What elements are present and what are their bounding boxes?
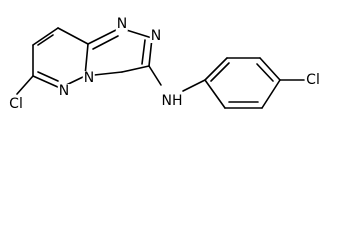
atom-label-nitrogen-pyridazine: N bbox=[57, 83, 71, 99]
bond bbox=[37, 71, 59, 82]
atom-label-amine: NH bbox=[160, 93, 184, 109]
atom-label-chlorine-right: Cl bbox=[305, 72, 321, 88]
bond bbox=[141, 39, 146, 65]
bond bbox=[37, 34, 54, 46]
bond bbox=[148, 65, 162, 86]
atom-label-nitrogen-triazole-top: N bbox=[115, 16, 129, 32]
bond bbox=[261, 79, 281, 109]
bond bbox=[210, 62, 230, 82]
atom-label-nitrogen-bridge: N bbox=[82, 70, 96, 86]
bond bbox=[57, 27, 89, 45]
bond bbox=[121, 65, 150, 73]
bond bbox=[16, 75, 34, 95]
bond bbox=[259, 57, 281, 81]
bond bbox=[256, 63, 274, 82]
bond bbox=[84, 43, 89, 77]
molecule-structure: Cl N N N N NH Cl bbox=[8, 16, 321, 112]
bond bbox=[92, 35, 119, 50]
bond bbox=[204, 57, 228, 81]
atom-label-chlorine-left: Cl bbox=[8, 96, 24, 112]
bond bbox=[182, 79, 206, 92]
bond bbox=[32, 27, 59, 46]
bond bbox=[87, 27, 121, 45]
atom-label-nitrogen-triazole-right: N bbox=[149, 28, 163, 44]
bond-skeleton bbox=[16, 27, 305, 109]
bond bbox=[204, 79, 226, 109]
bond bbox=[32, 75, 61, 89]
